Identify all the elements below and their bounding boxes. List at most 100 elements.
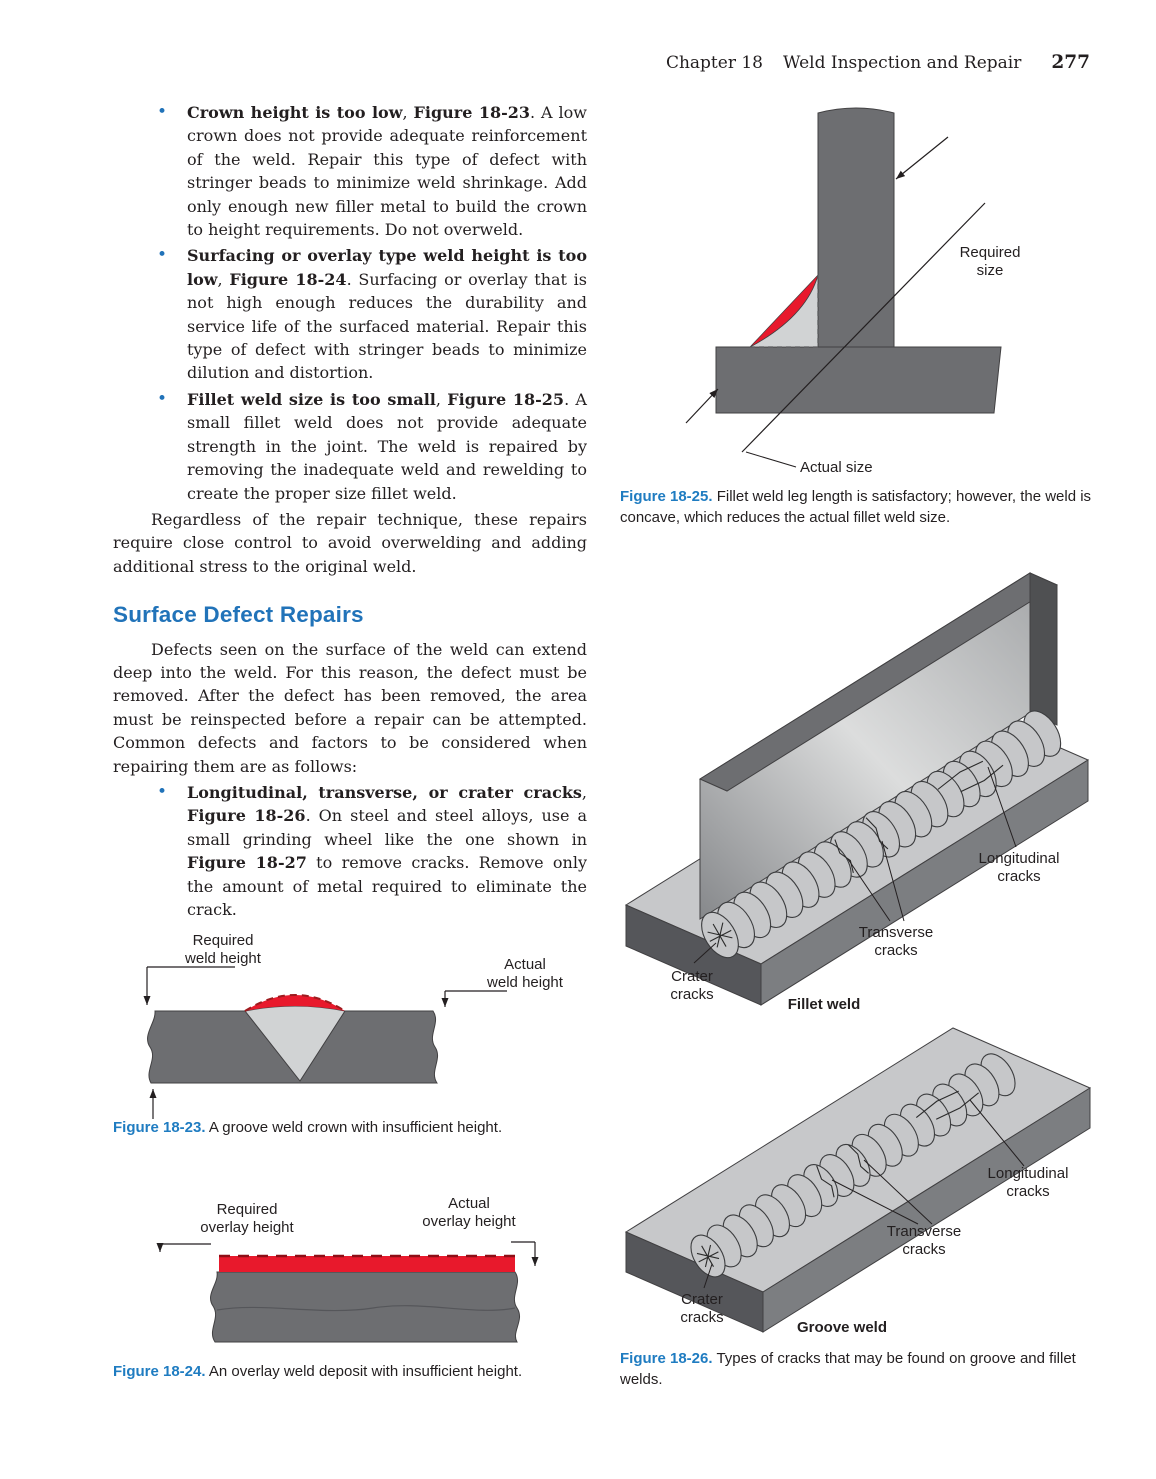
bullet-text: ,	[581, 782, 587, 802]
figure-18-23-caption: Figure 18-23. A groove weld crown with i…	[113, 1117, 587, 1138]
bullet-bold-lead: Longitudinal, transverse, or crater crac…	[187, 782, 582, 802]
bullet-marker: •	[157, 245, 168, 266]
actual-size-label: Actual size	[800, 459, 873, 476]
caption-text: An overlay weld deposit with insufficien…	[208, 1363, 523, 1380]
bullet-item-cracks: • Longitudinal, transverse, or crater cra…	[113, 781, 587, 921]
longitudinal-crack	[960, 764, 1004, 793]
bullet-item-crown-height: •Crown height is too low, Figure 18-23. …	[113, 101, 587, 241]
figure-18-23-diagram: Required weld height Actual weld height	[113, 923, 593, 1127]
chapter-title: Weld Inspection and Repair	[782, 53, 1022, 73]
crack-marks	[707, 760, 1004, 948]
required-size-label: Required	[960, 244, 1021, 261]
crack-bullet-list: • Longitudinal, transverse, or crater cra…	[113, 781, 587, 921]
base-plate-side	[760, 759, 1089, 1006]
bullet-marker: •	[157, 781, 168, 802]
page-number: 277	[1051, 52, 1090, 73]
bullet-item-fillet-size: •Fillet weld size is too small, Figure 1…	[113, 388, 587, 505]
leader-line	[703, 1263, 713, 1289]
transverse-cracks-label: cracks	[874, 942, 917, 959]
bullet-text: . Surfacing or overlay that is not high …	[187, 269, 587, 383]
fillet-weld-cracks-illustration: Longitudinal cracks Transverse cracks Cr…	[624, 572, 1090, 1013]
required-weld-height-label: Required	[193, 932, 254, 949]
transverse-crack	[834, 839, 854, 874]
vertical-plate	[817, 107, 895, 348]
plate-break-line	[216, 1305, 516, 1312]
figure-reference: Figure 18-24	[229, 269, 347, 289]
vertical-plate-end	[1029, 572, 1058, 726]
transverse-cracks-label: Transverse	[887, 1223, 961, 1240]
longitudinal-cracks-label: cracks	[997, 868, 1040, 885]
required-size-label: size	[977, 262, 1004, 279]
figure-18-24-diagram: Required overlay height Actual overlay h…	[113, 1192, 593, 1364]
required-overlay-height-label: overlay height	[200, 1219, 294, 1236]
leader-line	[969, 1099, 1025, 1167]
figure-18-26-groove-diagram: Longitudinal cracks Transverse cracks Cr…	[620, 1018, 1095, 1352]
page-header: Chapter 18 Weld Inspection and Repair 277	[666, 52, 1090, 73]
groove-weld-crown-illustration: Required weld height Actual weld height	[143, 932, 564, 1119]
leg-length-arrow	[895, 136, 949, 180]
bullet-text: ,	[435, 389, 448, 409]
crater-cracks-label: cracks	[670, 986, 713, 1003]
leader-line	[881, 840, 905, 922]
bullet-text: ,	[217, 269, 230, 289]
base-plate	[210, 1271, 521, 1343]
figure-18-24-caption: Figure 18-24. An overlay weld deposit wi…	[113, 1361, 587, 1382]
defect-bullet-list: •Crown height is too low, Figure 18-23. …	[113, 101, 587, 505]
caption-text: Fillet weld leg length is satisfactory; …	[620, 488, 1092, 526]
actual-overlay-height-label: Actual	[448, 1195, 490, 1212]
bullet-text: . A low crown does not provide adequate …	[187, 103, 588, 240]
actual-weld-height-label: weld height	[486, 974, 564, 991]
chapter-label: Chapter 18	[665, 53, 763, 73]
bullet-marker: •	[157, 102, 168, 122]
longitudinal-crack	[935, 1092, 979, 1120]
bullet-item-overlay-height: • Surfacing or overlay type weld height i…	[113, 244, 587, 384]
bullet-text: . On steel and steel alloys, use a small…	[187, 806, 588, 849]
leader-line	[847, 858, 891, 922]
figure-reference: Figure 18-23	[413, 103, 530, 122]
longitudinal-crack	[915, 1090, 959, 1119]
groove-weld-title: Groove weld	[797, 1319, 887, 1336]
leader-line	[987, 766, 1017, 848]
weld-bead	[701, 710, 1062, 959]
longitudinal-crack	[937, 760, 984, 790]
required-weld-height-label: weld height	[184, 950, 262, 967]
figure-18-26-fillet-diagram: Longitudinal cracks Transverse cracks Cr…	[620, 553, 1095, 1022]
transverse-cracks-label: Transverse	[859, 924, 933, 941]
left-text-column: •Crown height is too low, Figure 18-23. …	[113, 101, 587, 924]
transverse-cracks-label: cracks	[902, 1241, 945, 1258]
plate-side	[762, 1087, 1091, 1333]
crater-cracks-label: Crater	[681, 1291, 723, 1308]
longitudinal-cracks-label: Longitudinal	[988, 1165, 1069, 1182]
required-size-reference-line	[741, 202, 986, 453]
bullet-text: . A small fillet weld does not provide a…	[187, 389, 587, 503]
weld-bead	[690, 1053, 1016, 1278]
required-crown-dashed-arc	[244, 994, 346, 1012]
transverse-crack	[865, 817, 889, 850]
bullet-bold-lead: Surfacing or overlay type weld height is…	[187, 246, 587, 289]
figure-number: Figure 18-25.	[620, 488, 713, 505]
caption-text: A groove weld crown with insufficient he…	[208, 1119, 503, 1136]
crater-cracks-label: cracks	[680, 1309, 723, 1326]
transverse-crack	[847, 1144, 869, 1174]
horizontal-plate	[715, 346, 1002, 414]
overlay-weld-deposit	[219, 1256, 515, 1272]
figure-18-25-diagram: Required size Actual size	[618, 95, 1093, 489]
crater-crack	[707, 922, 733, 948]
paragraph-section-intro: Defects seen on the surface of the weld …	[113, 639, 587, 776]
figure-reference: Figure 18-25	[447, 389, 565, 409]
figure-18-25-caption: Figure 18-25. Fillet weld leg length is …	[620, 486, 1092, 528]
crater-cracks-label: Crater	[671, 968, 713, 985]
fillet-weld-size-illustration: Required size Actual size	[685, 107, 1021, 476]
leader-line	[693, 942, 717, 964]
missing-weld-area	[749, 274, 819, 348]
section-heading: Surface Defect Repairs	[113, 602, 364, 628]
figure-number: Figure 18-26.	[620, 1350, 713, 1367]
groove-weld-cracks-illustration: Longitudinal cracks Transverse cracks Cr…	[624, 1027, 1092, 1336]
leader-line	[831, 1179, 919, 1225]
bullet-bold-lead: Crown height is too low	[187, 103, 403, 122]
figure-number: Figure 18-24.	[113, 1363, 206, 1380]
paragraph-regardless: Regardless of the repair technique, thes…	[113, 509, 587, 576]
figure-18-26-caption: Figure 18-26. Types of cracks that may b…	[620, 1348, 1092, 1390]
bullet-bold-lead: Fillet weld size is too small	[187, 389, 436, 409]
